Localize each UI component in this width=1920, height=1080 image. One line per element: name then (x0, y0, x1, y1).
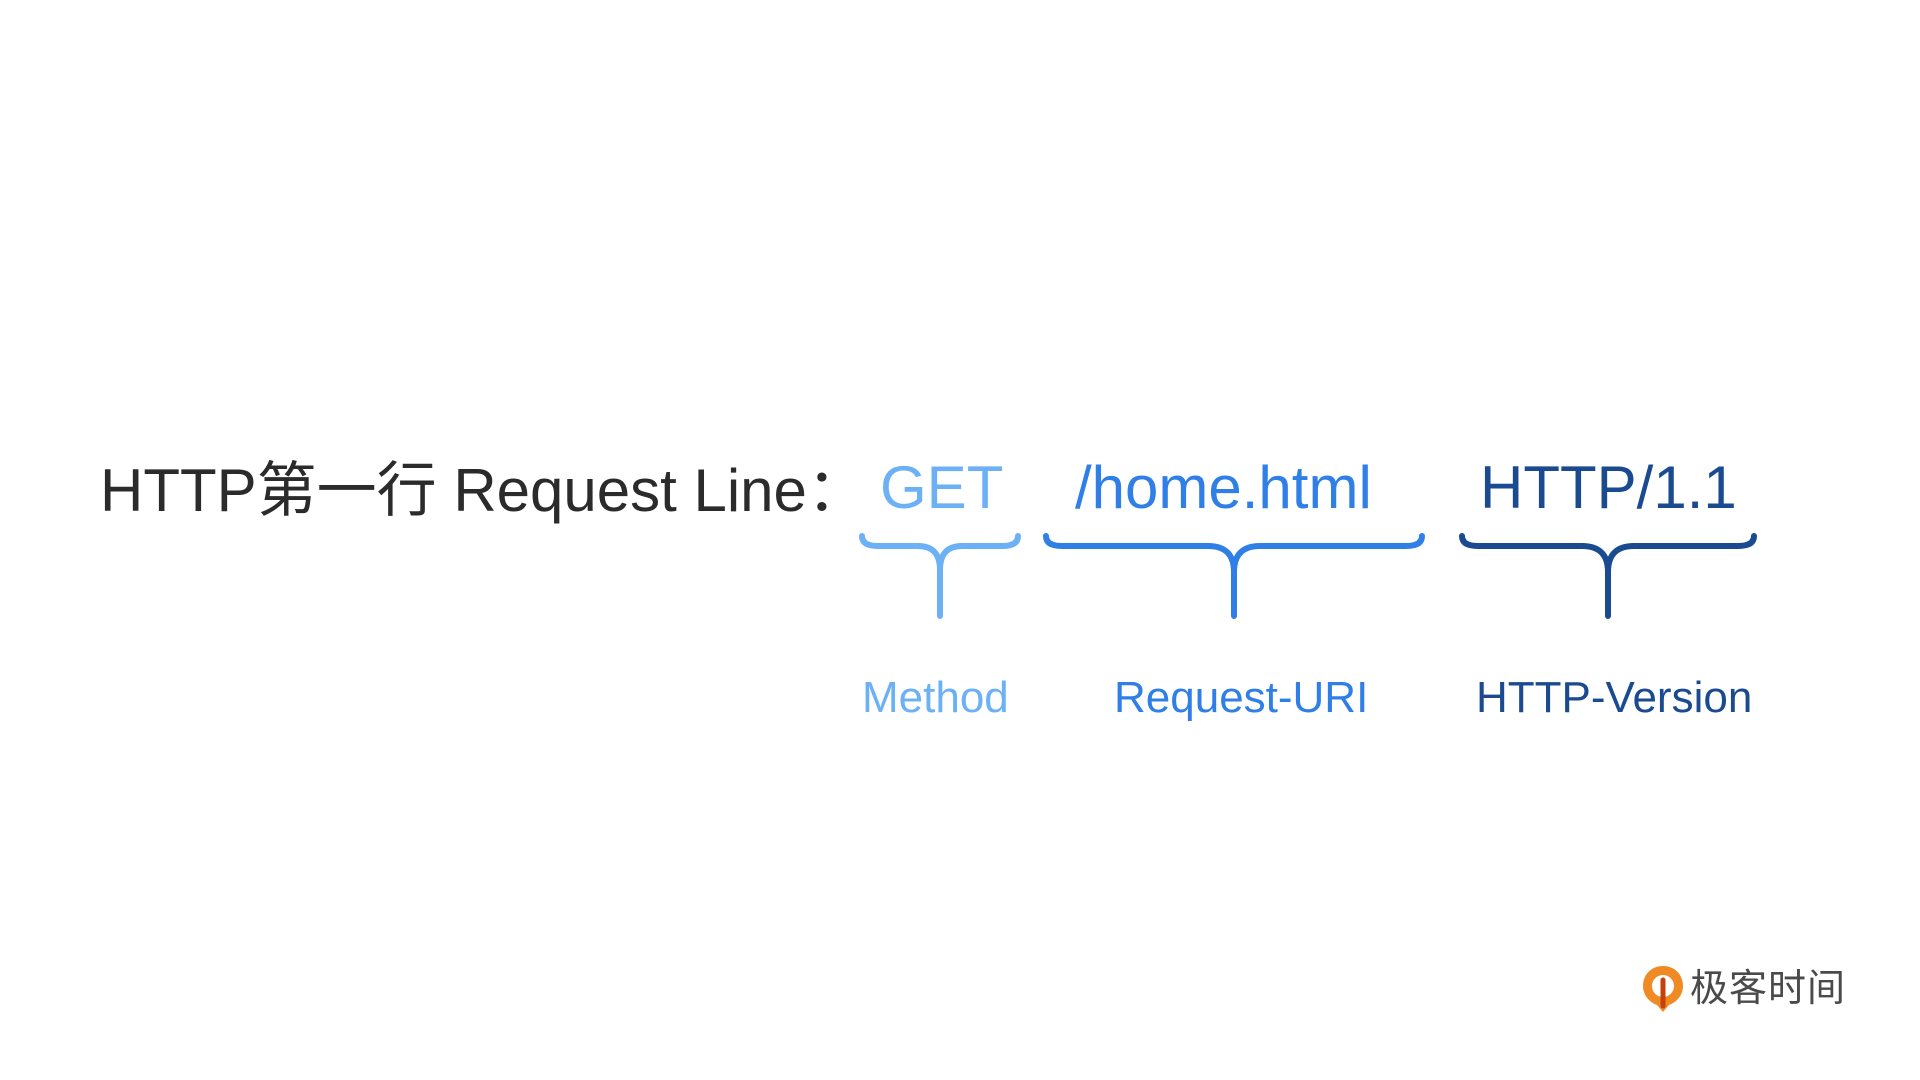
http-version-label: HTTP-Version (1476, 673, 1753, 722)
request-uri-value: /home.html (1075, 454, 1372, 521)
http-version-value: HTTP/1.1 (1480, 454, 1737, 521)
diagram-title: HTTP第一行 Request Line： (100, 457, 867, 524)
logo-icon (1643, 966, 1683, 1012)
brand-logo: 极客时间 (1640, 960, 1860, 1016)
request-uri-brace (1043, 533, 1425, 619)
method-label: Method (862, 673, 1009, 722)
method-value: GET (880, 454, 1004, 521)
http-version-brace (1459, 533, 1757, 619)
request-uri-label: Request-URI (1114, 673, 1369, 722)
logo-text: 极客时间 (1690, 966, 1847, 1010)
method-brace (859, 533, 1021, 619)
